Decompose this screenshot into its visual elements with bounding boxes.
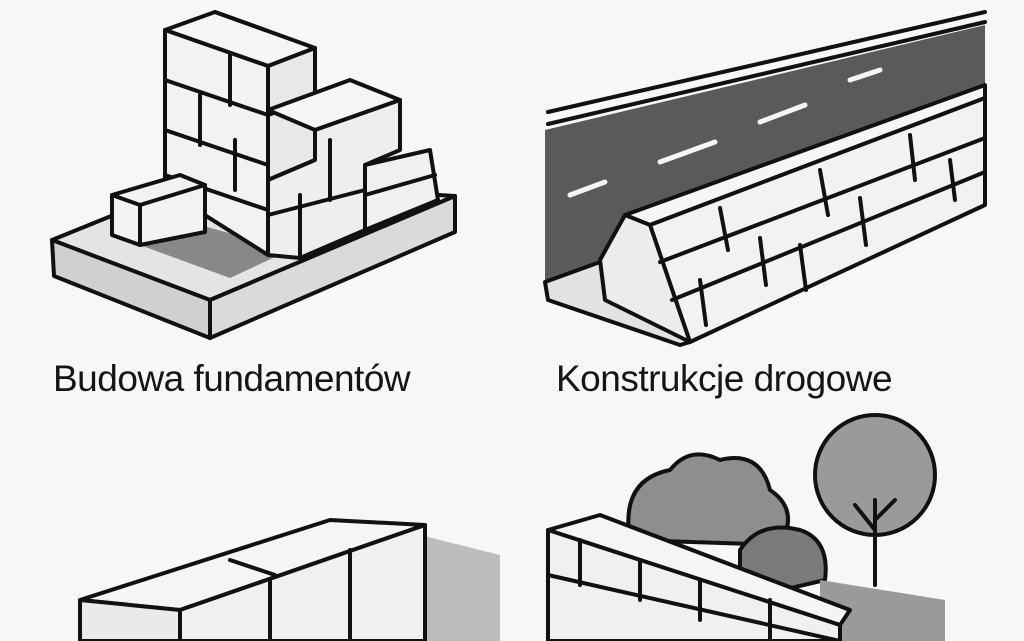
foundation-slab-right-face [208,194,457,340]
road-edge-lines [546,10,987,126]
road-wall-joints [658,133,987,327]
brick-step-joints [266,138,437,257]
brick-low-row [363,148,440,232]
edging-joints [228,548,352,641]
caption-road: Konstrukcje drogowe [556,358,893,399]
garden-ground [820,580,945,641]
garden-edging-illustration [78,518,500,641]
tree-trunk [853,498,897,587]
foundation-illustration [50,10,457,340]
brick-left-joints [110,183,207,247]
paving-shadow [420,535,500,641]
road-surface [545,25,985,282]
garden-wall-illustration [546,413,945,641]
road-wall-end [598,213,692,344]
edging-wall-end [78,598,182,641]
bush-icon [626,452,790,547]
road-dashes [567,67,883,198]
garden-wall-front [546,528,842,641]
brick-left-wall [110,173,207,247]
road-illustration [543,10,987,347]
garden-wall-joints [546,538,842,641]
caption-foundation: Budowa fundamentów [53,358,411,399]
